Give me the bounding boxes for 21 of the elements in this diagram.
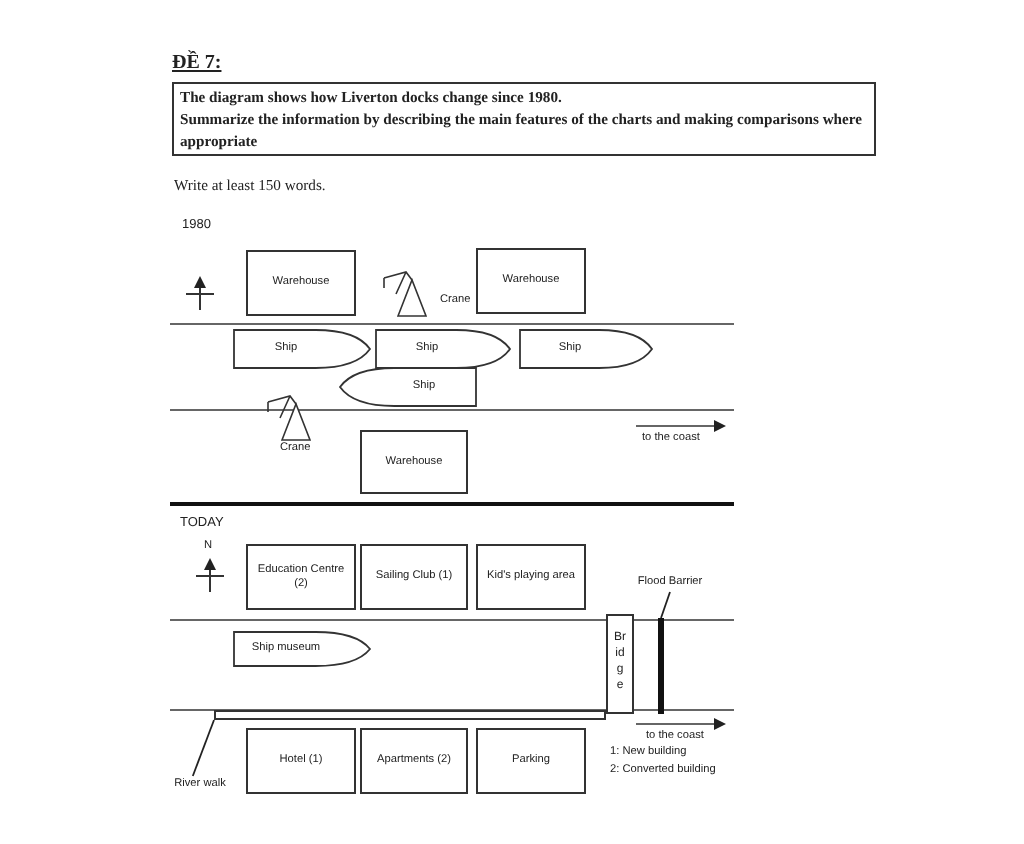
ship-shape <box>376 330 510 368</box>
bridge-box <box>606 614 634 714</box>
river-walk-path <box>214 710 606 720</box>
building-box <box>360 544 468 610</box>
leader-line <box>191 719 215 777</box>
building-box <box>246 250 356 316</box>
building-box <box>246 728 356 794</box>
building-box <box>476 248 586 314</box>
task-box <box>172 82 876 156</box>
ship-shape <box>234 632 370 666</box>
building-box <box>476 544 586 610</box>
flood-barrier-line <box>658 618 664 714</box>
ship-shape <box>234 330 370 368</box>
building-box <box>246 544 356 610</box>
building-box <box>360 430 468 494</box>
ship-shape <box>520 330 652 368</box>
heading: ĐỀ 7: <box>172 52 222 74</box>
ship-shape <box>340 368 476 406</box>
building-box <box>360 728 468 794</box>
leader-line <box>660 591 671 619</box>
building-box <box>476 728 586 794</box>
